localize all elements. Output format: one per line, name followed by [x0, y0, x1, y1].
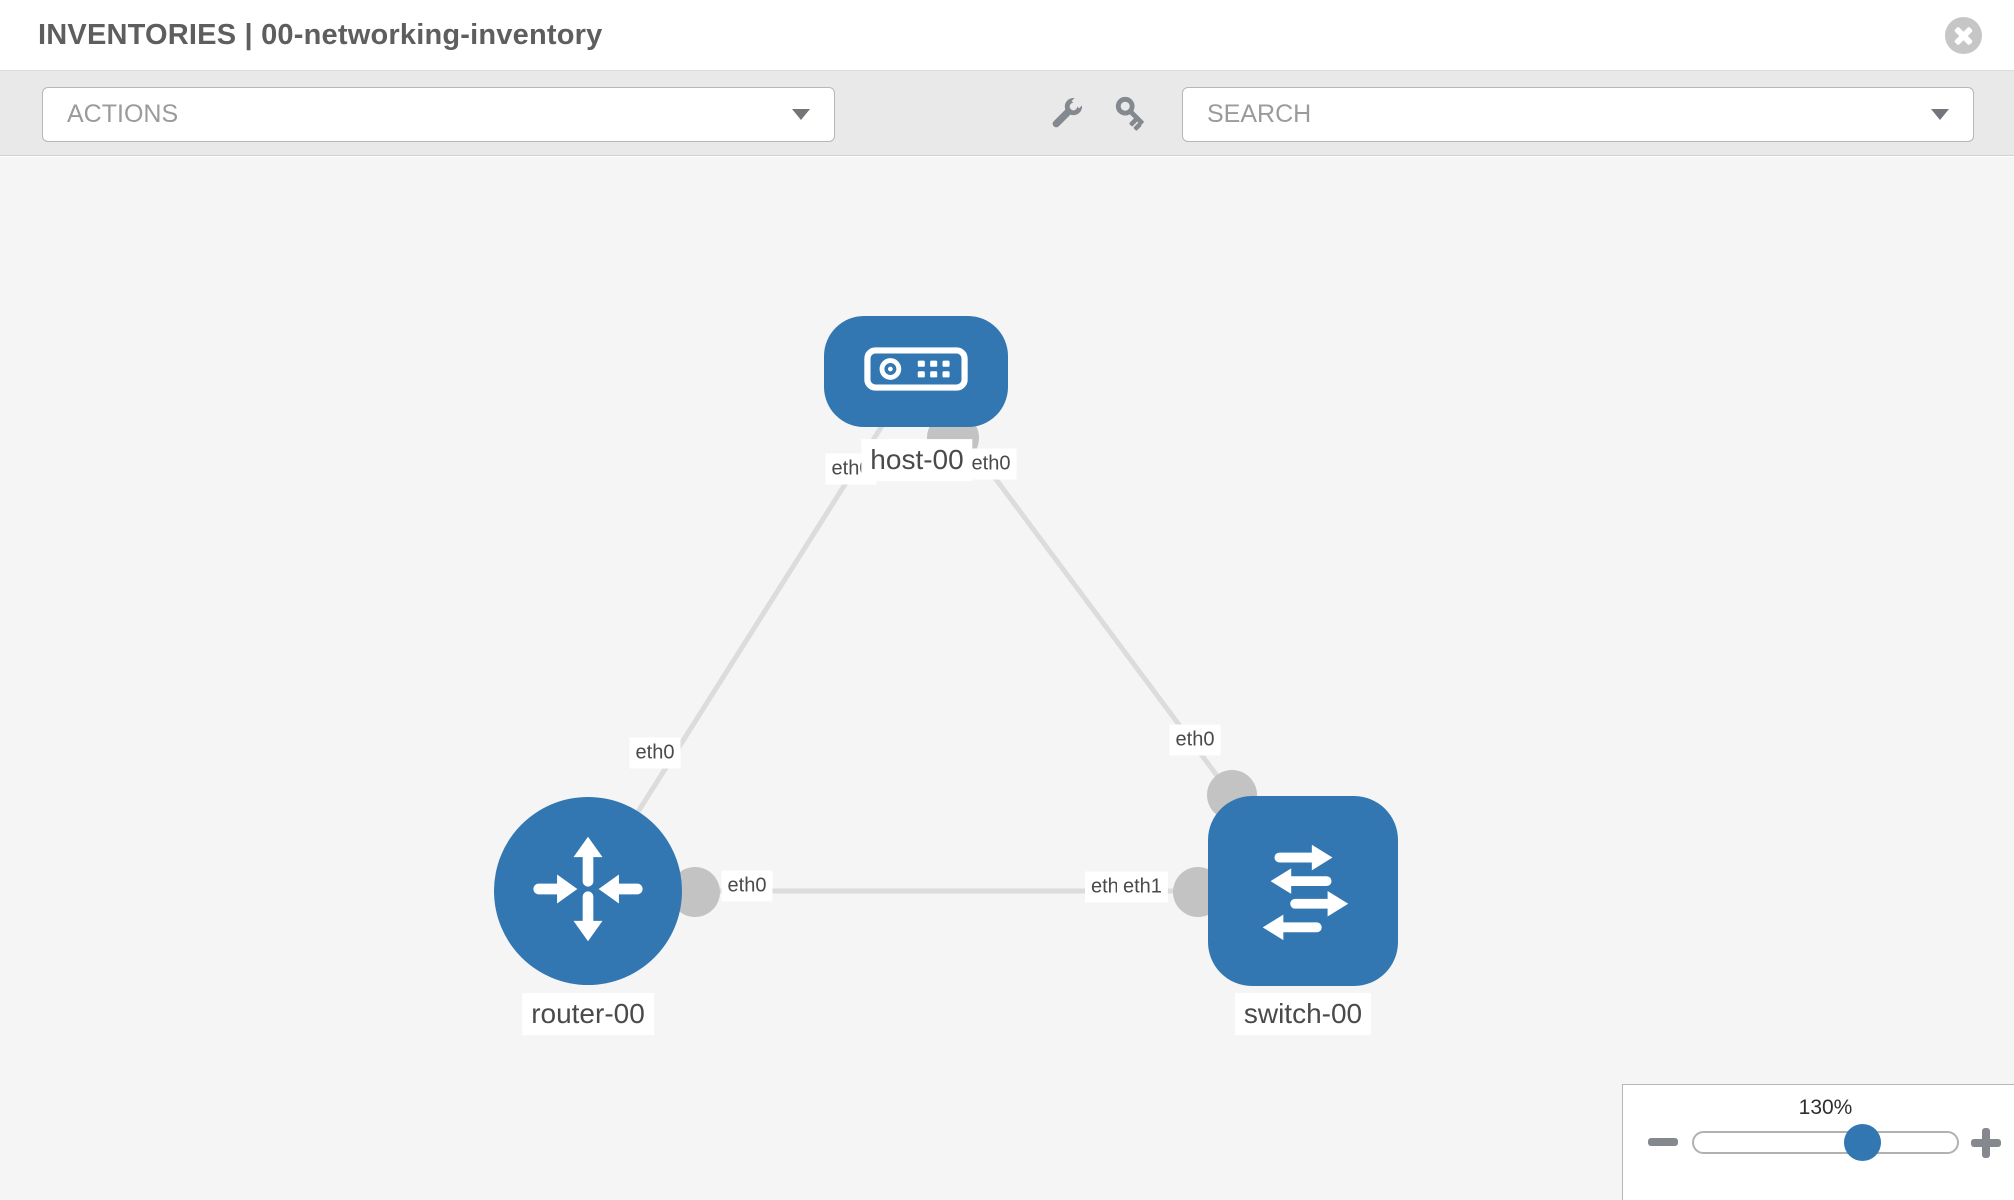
zoom-panel: 130% — [1622, 1084, 2014, 1200]
interface-circle-router-eth0[interactable] — [670, 867, 720, 917]
node-label-router-00: router-00 — [522, 993, 654, 1035]
chevron-down-icon — [1931, 109, 1949, 120]
node-router-00[interactable] — [494, 797, 682, 985]
node-label-switch-00: switch-00 — [1234, 993, 1372, 1035]
zoom-slider-thumb[interactable] — [1844, 1124, 1881, 1161]
router-icon — [530, 831, 646, 952]
zoom-out-button[interactable] — [1648, 1138, 1678, 1146]
zoom-slider-track[interactable] — [1692, 1131, 1959, 1154]
node-switch-00[interactable] — [1208, 796, 1398, 986]
page-header: INVENTORIES | 00-networking-inventory — [0, 0, 2014, 71]
actions-dropdown[interactable]: ACTIONS — [42, 87, 835, 142]
links-layer — [585, 370, 1306, 917]
zoom-level-value: 130% — [1798, 1096, 1853, 1119]
interface-label: eth0 — [965, 448, 1017, 480]
topology-canvas[interactable]: eth0 host-00 eth0 eth0 eth0 eth0 eth0 et… — [0, 157, 2014, 1200]
interface-label: eth0 — [629, 737, 681, 769]
key-icon — [1112, 96, 1154, 138]
page-title: INVENTORIES | 00-networking-inventory — [38, 18, 603, 51]
toolbar: ACTIONS — [0, 71, 2014, 156]
interface-label: eth0 — [721, 870, 773, 902]
search-dropdown-label: SEARCH — [1207, 100, 1312, 128]
tools-button[interactable] — [1045, 93, 1087, 135]
close-button[interactable] — [1945, 17, 1982, 54]
key-button[interactable] — [1112, 93, 1154, 135]
chevron-down-icon — [792, 109, 810, 120]
node-label-host-00: host-00 — [861, 439, 973, 481]
interface-label: eth1 — [1117, 871, 1168, 903]
zoom-in-button[interactable] — [1971, 1128, 2001, 1158]
switch-icon — [1244, 830, 1362, 953]
server-icon — [863, 346, 969, 397]
search-dropdown[interactable]: SEARCH — [1182, 87, 1974, 142]
node-host-00[interactable] — [824, 316, 1008, 427]
close-icon — [1945, 17, 1982, 54]
interface-label: eth0 — [1169, 724, 1221, 756]
interface-label: eth0 — [825, 453, 877, 485]
wrench-icon — [1045, 94, 1087, 138]
actions-dropdown-label: ACTIONS — [67, 100, 179, 128]
